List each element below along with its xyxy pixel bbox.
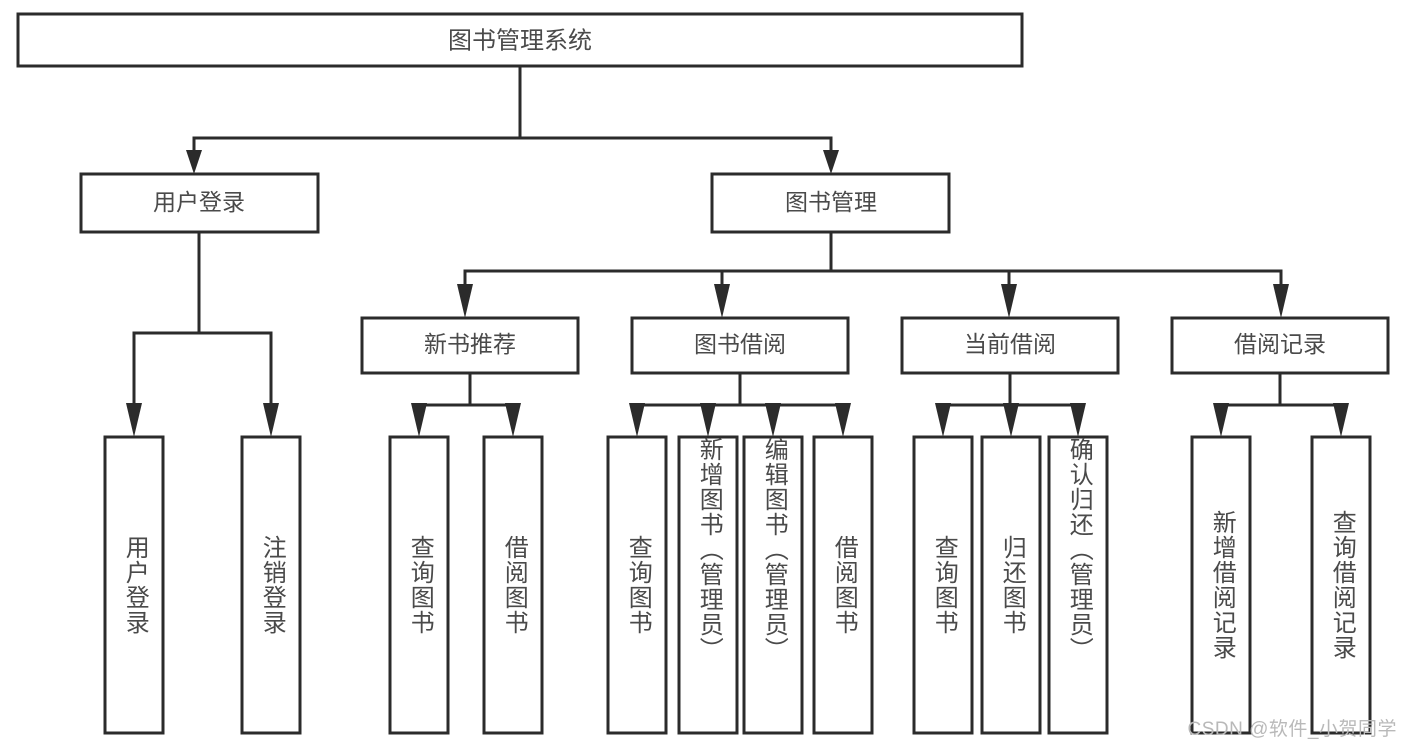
watermark-text: CSDN @软件_小贺同学 bbox=[1187, 719, 1397, 740]
node-label-current-borrow: 当前借阅 bbox=[964, 331, 1056, 357]
arrow-bb-l2 bbox=[700, 403, 716, 437]
node-box-leaf-confirm-return[interactable] bbox=[1047, 435, 1109, 735]
node-box-leaf-add-book[interactable] bbox=[677, 435, 739, 735]
arrow-cb-l3 bbox=[1070, 403, 1086, 437]
node-box-root[interactable] bbox=[16, 12, 1024, 68]
node-box-leaf-borrow-book-2[interactable] bbox=[812, 435, 874, 735]
node-box-leaf-user-login[interactable] bbox=[103, 435, 165, 735]
arrow-br-l1 bbox=[1213, 403, 1229, 437]
node-label-book-borrow: 图书借阅 bbox=[694, 331, 786, 357]
arrow-root-to-book-management bbox=[823, 150, 839, 174]
node-box-user-login[interactable] bbox=[79, 172, 320, 234]
arrow-br-l2 bbox=[1333, 403, 1349, 437]
arrow-root-to-user-login bbox=[186, 150, 202, 174]
arrow-bb-l1 bbox=[629, 403, 645, 437]
node-box-borrow-record[interactable] bbox=[1170, 316, 1390, 375]
arrow-bb-l3 bbox=[765, 403, 781, 437]
node-box-leaf-borrow-book-1[interactable] bbox=[482, 435, 544, 735]
node-box-leaf-query-book-2[interactable] bbox=[606, 435, 668, 735]
node-box-leaf-query-book-1[interactable] bbox=[388, 435, 450, 735]
node-box-book-borrow[interactable] bbox=[630, 316, 850, 375]
node-box-current-borrow[interactable] bbox=[900, 316, 1120, 375]
arrow-nbr-l1 bbox=[411, 403, 427, 437]
arrow-bb-l4 bbox=[835, 403, 851, 437]
node-box-book-management[interactable] bbox=[710, 172, 951, 234]
node-label-user-login: 用户登录 bbox=[153, 189, 245, 215]
arrow-bm-to-record bbox=[1273, 284, 1289, 318]
arrow-cb-l1 bbox=[935, 403, 951, 437]
node-box-leaf-return-book[interactable] bbox=[980, 435, 1042, 735]
node-label-root: 图书管理系统 bbox=[448, 27, 592, 54]
arrow-bm-to-borrow bbox=[714, 284, 730, 318]
arrow-ul-l2 bbox=[263, 403, 279, 437]
node-box-leaf-query-record[interactable] bbox=[1310, 435, 1372, 735]
node-box-leaf-edit-book[interactable] bbox=[742, 435, 804, 735]
node-box-new-book-recommend[interactable] bbox=[360, 316, 580, 375]
node-label-book-management: 图书管理 bbox=[785, 189, 877, 215]
connector-layer bbox=[126, 64, 1349, 437]
arrow-nbr-l2 bbox=[505, 403, 521, 437]
node-label-borrow-record: 借阅记录 bbox=[1234, 331, 1326, 357]
node-box-leaf-user-logout[interactable] bbox=[240, 435, 302, 735]
node-label-new-book-recommend: 新书推荐 bbox=[424, 331, 516, 357]
node-box-leaf-add-record[interactable] bbox=[1190, 435, 1252, 735]
arrow-cb-l2 bbox=[1003, 403, 1019, 437]
node-box-leaf-query-book-3[interactable] bbox=[912, 435, 974, 735]
arrow-bm-to-current bbox=[1001, 284, 1017, 318]
arrow-ul-l1 bbox=[126, 403, 142, 437]
node-layer: 图书管理系统 用户登录 图书管理 新书推荐 图书借阅 当前借阅 借阅记录 bbox=[16, 12, 1390, 735]
arrow-bm-to-new bbox=[457, 284, 473, 318]
